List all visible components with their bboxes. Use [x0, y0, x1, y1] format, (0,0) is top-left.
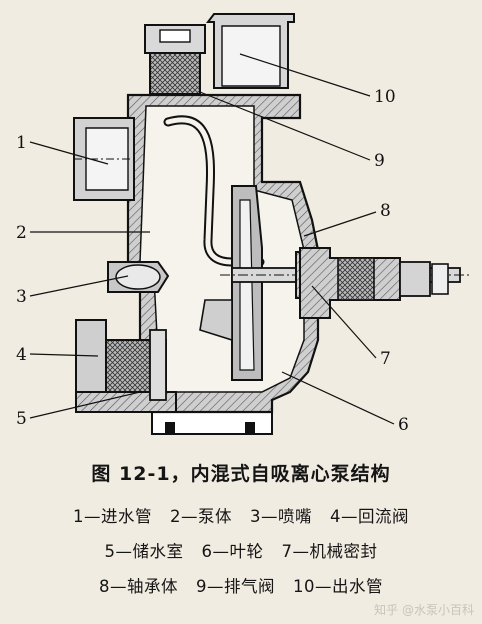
label-7: 7: [380, 349, 391, 369]
legend-item: 10—出水管: [293, 577, 383, 596]
label-1: 1: [16, 133, 27, 153]
legend-row: 5—储水室 6—叶轮 7—机械密封: [0, 538, 482, 562]
pump-cross-section-drawing: 1 2 3 4 5 6 7 8 9 10: [16, 13, 470, 435]
label-10: 10: [374, 87, 396, 107]
watermark: 知乎 @水泵小百科: [374, 603, 474, 617]
figure-title: 图 12-1，内混式自吸离心泵结构: [91, 463, 391, 485]
legend-item: 1—进水管: [73, 507, 152, 526]
label-2: 2: [16, 223, 27, 243]
label-6: 6: [398, 415, 409, 435]
legend-item: 4—回流阀: [330, 507, 409, 526]
label-9: 9: [374, 151, 385, 171]
legend-item: 6—叶轮: [201, 542, 264, 561]
legend-item: 8—轴承体: [99, 577, 178, 596]
exhaust-valve-box: [149, 51, 201, 95]
leader-lines: [29, 53, 395, 425]
legend-row: 8—轴承体 9—排气阀 10—出水管: [0, 573, 482, 597]
label-3: 3: [16, 287, 27, 307]
legend-row: 1—进水管 2—泵体 3—喷嘴 4—回流阀: [0, 503, 482, 527]
legend-item: 9—排气阀: [196, 577, 275, 596]
legend-item: 3—喷嘴: [250, 507, 312, 526]
legend-item: 2—泵体: [170, 507, 232, 526]
label-4: 4: [16, 345, 27, 365]
legend-item: 7—机械密封: [281, 542, 378, 561]
label-5: 5: [16, 409, 27, 429]
legend-item: 5—储水室: [104, 542, 184, 561]
label-8: 8: [380, 201, 391, 221]
